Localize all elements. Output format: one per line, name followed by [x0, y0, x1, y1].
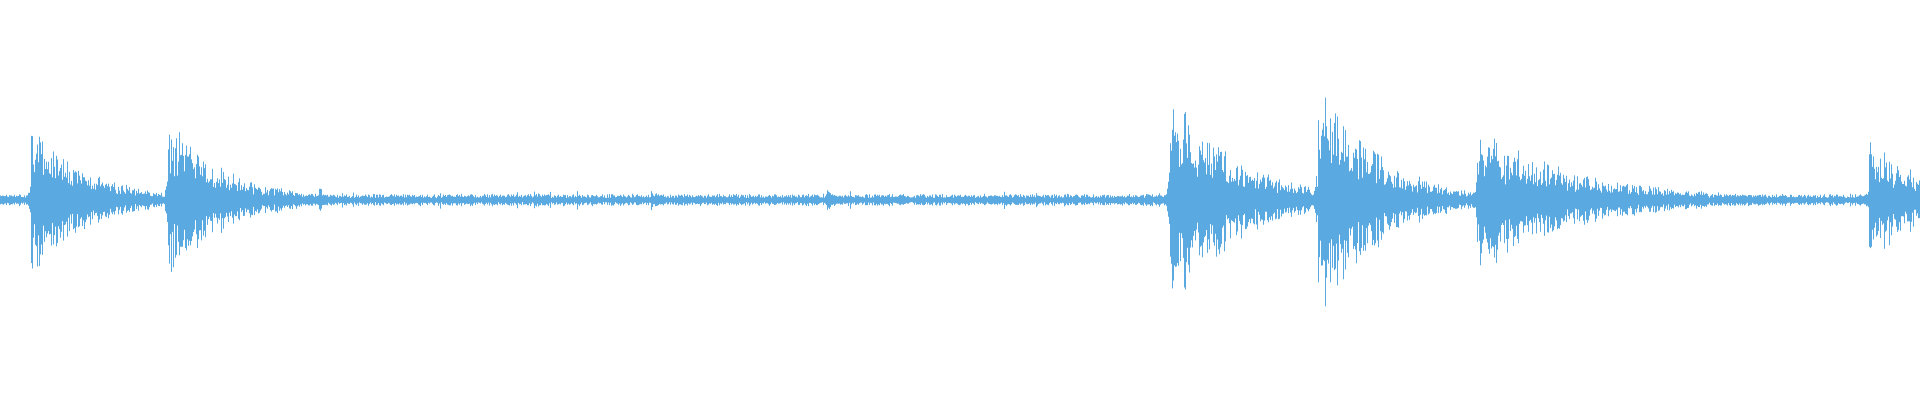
waveform-bars: [0, 97, 1920, 307]
waveform-path: [0, 97, 1920, 307]
